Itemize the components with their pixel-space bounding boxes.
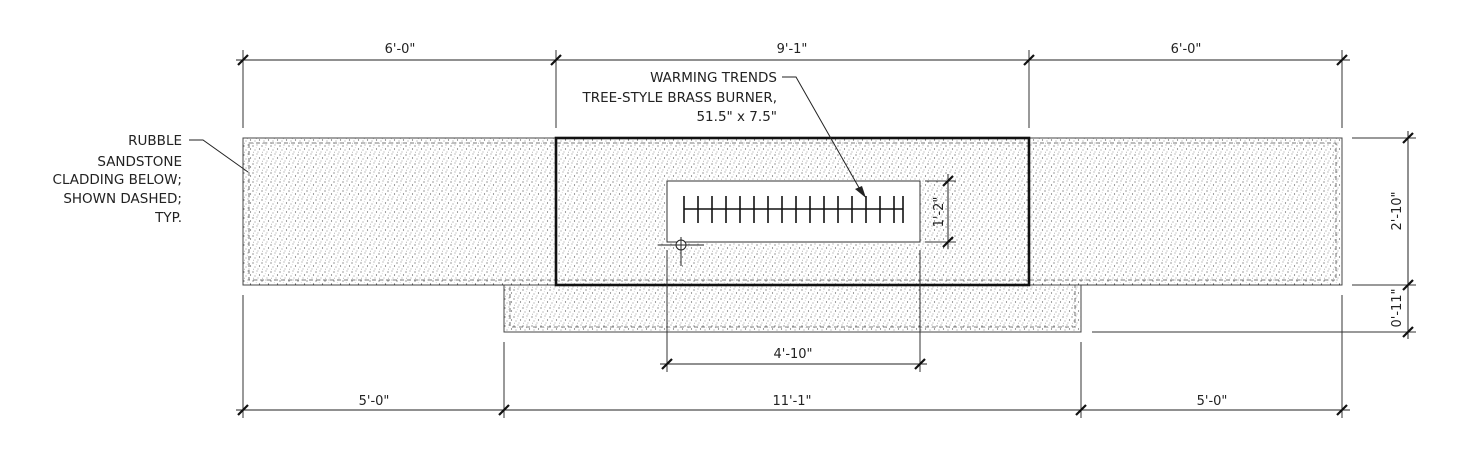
right-dim-lower: 0'-11" [1390, 288, 1405, 327]
burner-note-line-3: 51.5" x 7.5" [696, 109, 777, 125]
bottom-dim-left: 5'-0" [359, 394, 390, 409]
burner-note-line-1: WARMING TRENDS [650, 70, 777, 86]
cladding-note-line-1: RUBBLE [128, 133, 182, 149]
fire-pit-outline [554, 136, 1031, 287]
bottom-dim-center: 11'-1" [772, 394, 811, 409]
burner-width-label: 4'-10" [773, 347, 812, 362]
cladding-note: RUBBLE SANDSTONE CLADDING BELOW; SHOWN D… [53, 133, 249, 226]
lower-cladding-strip [503, 281, 1082, 333]
top-dim-right: 6'-0" [1171, 42, 1202, 57]
cladding-note-line-3: CLADDING BELOW; [53, 172, 182, 188]
burner-depth-dimension: 1'-2" [925, 174, 956, 249]
cladding-note-line-5: TYP. [154, 210, 182, 226]
burner-pan [666, 180, 921, 243]
top-dimension-string: 6'-0" 9'-1" 6'-0" [236, 42, 1350, 128]
tree-burner-icon [683, 196, 904, 223]
cladding-leader [189, 139, 249, 173]
burner-width-dimension: 4'-10" [660, 250, 927, 372]
burner-leader-arrow [855, 186, 866, 198]
cladding-note-line-2: SANDSTONE [97, 154, 182, 170]
burner-note-line-2: TREE-STYLE BRASS BURNER, [581, 90, 777, 106]
burner-note: WARMING TRENDS TREE-STYLE BRASS BURNER, … [581, 70, 866, 198]
top-dim-center: 9'-1" [777, 42, 808, 57]
bottom-dim-right: 5'-0" [1197, 394, 1228, 409]
burner-leader [782, 76, 863, 194]
right-dim-upper: 2'-10" [1390, 191, 1405, 230]
cladding-note-line-4: SHOWN DASHED; [63, 191, 182, 207]
top-dim-left: 6'-0" [385, 42, 416, 57]
bottom-dimension-string: 5'-0" 11'-1" 5'-0" [236, 295, 1350, 418]
burner-depth-label: 1'-2" [932, 197, 947, 228]
right-dimension-string: 2'-10" 0'-11" [1092, 131, 1416, 339]
gas-inlet-icon [658, 237, 704, 266]
